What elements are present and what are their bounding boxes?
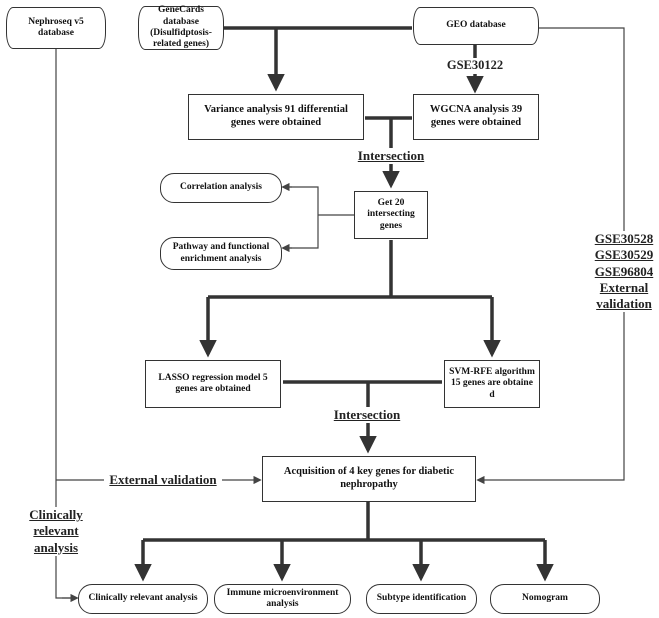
node-nomogram: Nomogram [490,584,600,614]
label-gse-external-stack: GSE30528 GSE30529 GSE96804 External vali… [588,231,659,313]
node-correlation-analysis: Correlation analysis [160,173,282,203]
label-external-validation-left: External validation [104,472,222,489]
label-gse30122: GSE30122 [440,58,510,74]
node-subtype-identification: Subtype identification [366,584,477,614]
node-immune-microenvironment: Immune microenvironment analysis [214,584,351,614]
label-clinically-relevant-analysis: Clinically relevant analysis [24,507,88,556]
label-validation: validation [588,296,659,313]
node-get-20-genes: Get 20 intersecting genes [354,191,428,239]
node-wgcna-analysis: WGCNA analysis 39 genes were obtained [413,94,539,140]
node-pathway-enrichment: Pathway and functional enrichment analys… [160,237,282,270]
line-get20-branch [288,186,354,249]
node-clinical-analysis-output: Clinically relevant analysis [78,584,208,614]
label-gse30529: GSE30529 [588,247,659,264]
label-intersection-2: Intersection [326,407,408,424]
label-intersection-1: Intersection [350,148,432,165]
node-svm-rfe: SVM-RFE algorithm 15 genes are obtaine d [444,360,540,408]
node-lasso-regression: LASSO regression model 5 genes are obtai… [145,360,281,408]
label-gse96804: GSE96804 [588,263,659,280]
label-external: External [588,279,659,296]
node-genecards: GeneCards database (Disulfidptosis-relat… [138,5,224,50]
node-geo: GEO database [413,7,539,45]
label-gse30528: GSE30528 [588,231,659,248]
node-nephroseq: Nephroseq v5 database [6,7,106,49]
node-acquisition-key-genes: Acquisition of 4 key genes for diabetic … [262,456,476,502]
node-variance-analysis: Variance analysis 91 differential genes … [188,94,364,140]
